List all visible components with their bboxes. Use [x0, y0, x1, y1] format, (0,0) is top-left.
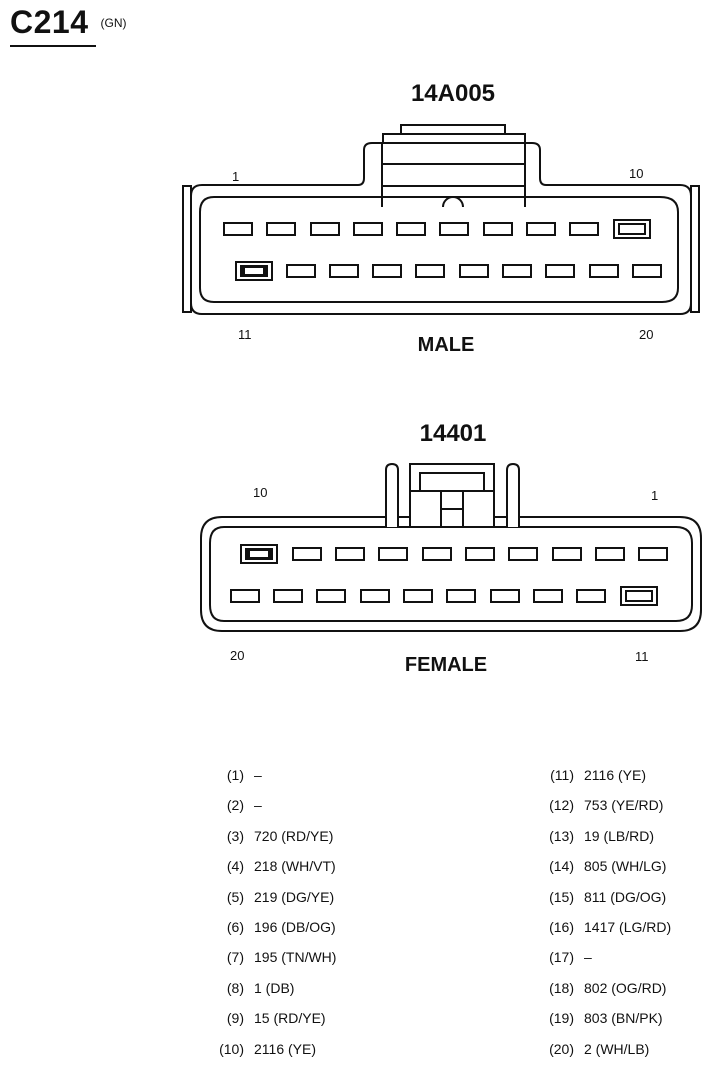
pin-number: (9) — [226, 1010, 244, 1027]
female-part-number: 14401 — [419, 420, 487, 447]
male-pin-label-top-right: 10 — [629, 166, 644, 181]
pin-circuit: 2116 (YE) — [584, 767, 646, 783]
pin-row: (8) 1 (DB) — [200, 973, 336, 1003]
pin-number: (17) — [549, 949, 574, 966]
pin-number: (3) — [226, 827, 244, 844]
pin-row: (6) 196 (DB/OG) — [200, 912, 336, 942]
female-pin-label-bottom-right: 11 — [635, 649, 649, 664]
pin-circuit: 1417 (LG/RD) — [584, 919, 672, 936]
pin-circuit: – — [254, 767, 262, 783]
pin-number: (4) — [226, 858, 244, 875]
pin-circuit: 720 (RD/YE) — [254, 827, 334, 844]
pin-row: (5) 219 (DG/YE) — [200, 882, 336, 912]
pin-number: (14) — [549, 858, 574, 875]
pin-row: (20) 2 (WH/LB) — [530, 1034, 671, 1064]
pin-row: (13) 19 (LB/RD) — [530, 821, 671, 851]
pin-row: (9) 15 (RD/YE) — [200, 1003, 336, 1033]
pin-number: (15) — [549, 888, 574, 905]
pin-row: (17)– — [530, 942, 671, 972]
pin-row: (3) 720 (RD/YE) — [200, 821, 336, 851]
pinout-list-left: (1)– (2)– (3)720 (RD/YE) (4)218 (WH/VT) … — [200, 760, 336, 1064]
female-label: FEMALE — [404, 654, 488, 676]
pin-number: (18) — [549, 979, 574, 996]
male-pin-label-top-left: 1 — [232, 169, 240, 184]
female-pin-label-bottom-left: 20 — [230, 648, 245, 663]
female-pin-label-top-right: 1 — [651, 488, 659, 503]
connector-color-code: (GN) — [100, 16, 127, 30]
pin-circuit: 218 (WH/VT) — [254, 858, 336, 875]
pin-row: (10) 2116 (YE) — [200, 1034, 336, 1064]
pin-circuit: 195 (TN/WH) — [254, 949, 337, 966]
pin-circuit: – — [584, 949, 592, 966]
male-pin-label-bottom-right: 20 — [639, 327, 654, 342]
pin-circuit: 802 (OG/RD) — [584, 979, 667, 996]
female-pin-cavities — [230, 544, 668, 606]
pin-row: (15) 811 (DG/OG) — [530, 882, 671, 912]
pin-number: (6) — [226, 919, 244, 936]
pin-number: (10) — [219, 1040, 244, 1057]
pin-row: (11) 2116 (YE) — [530, 760, 671, 790]
pin-number: (19) — [549, 1010, 574, 1027]
title-underline — [10, 45, 96, 47]
pin-circuit: 2116 (YE) — [254, 1040, 316, 1057]
pin-row: (1)– — [200, 760, 336, 790]
pin-number: (1) — [226, 767, 244, 783]
pin-circuit: 805 (WH/LG) — [584, 858, 667, 875]
pin-row: (19) 803 (BN/PK) — [530, 1003, 671, 1033]
pin-circuit: 15 (RD/YE) — [254, 1010, 326, 1027]
pin-row: (7) 195 (TN/WH) — [200, 942, 337, 972]
pin-circuit: 19 (LB/RD) — [584, 827, 655, 844]
pin-circuit: 753 (YE/RD) — [584, 797, 664, 814]
male-pin-cavities — [223, 219, 662, 281]
pin-row: (14) 805 (WH/LG) — [530, 851, 671, 881]
male-part-number: 14A005 — [410, 80, 496, 107]
female-pin-label-top-left: 10 — [253, 485, 268, 500]
pin-row: (2)– — [200, 790, 336, 820]
pin-number: (13) — [549, 827, 574, 844]
pin-number: (20) — [549, 1040, 574, 1057]
pin-circuit: 811 (DG/OG) — [584, 888, 667, 905]
pin-number: (5) — [226, 888, 244, 905]
pin-row: (16) 1417 (LG/RD) — [530, 912, 671, 942]
connector-header: C214 (GN) — [10, 4, 127, 41]
pin-circuit: 1 (DB) — [254, 979, 295, 996]
male-pin-label-bottom-left: 11 — [238, 327, 252, 342]
pin-circuit: 219 (DG/YE) — [254, 888, 335, 905]
pin-row: (18) 802 (OG/RD) — [530, 973, 671, 1003]
pin-number: (7) — [226, 949, 244, 966]
pin-circuit: – — [254, 797, 262, 814]
pin-number: (16) — [549, 919, 574, 936]
pinout-list-right: (11) 2116 (YE) (12) 753 (YE/RD) (13) 19 (LB… — [530, 760, 671, 1064]
pin-number: (11) — [550, 767, 574, 783]
male-label: MALE — [417, 334, 475, 356]
pin-row: (12) 753 (YE/RD) — [530, 790, 671, 820]
pin-row: (4) 218 (WH/VT) — [200, 851, 336, 881]
pin-number: (2) — [226, 797, 244, 814]
pin-circuit: 803 (BN/PK) — [584, 1010, 663, 1027]
connector-id: C214 — [10, 4, 89, 40]
pin-circuit: 2 (WH/LB) — [584, 1040, 650, 1057]
pin-circuit: 196 (DB/OG) — [254, 919, 336, 936]
pin-number: (12) — [549, 797, 574, 814]
pin-number: (8) — [226, 979, 244, 996]
